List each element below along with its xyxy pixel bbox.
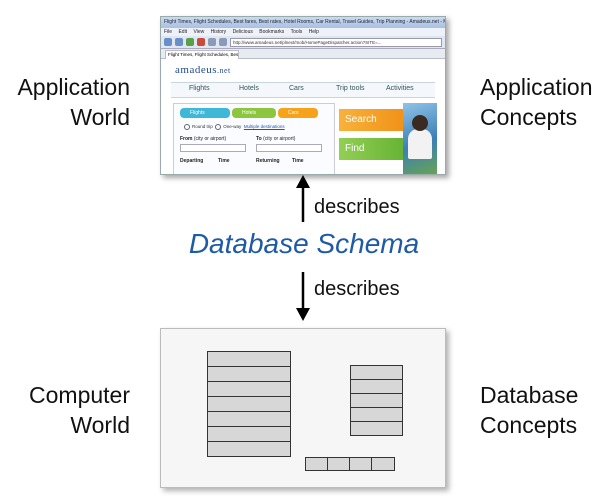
window-title: Flight Times, Flight Schedules, Best far… [161, 17, 445, 28]
tab-strip: Flight Times, Flight Schedules, Best f..… [161, 49, 445, 59]
browser-toolbar: http://www.amadeus.net/plnext/mob/HomePa… [161, 36, 445, 49]
table-row [207, 381, 291, 397]
time-label-2: Time [292, 158, 304, 164]
table-row [207, 426, 291, 442]
table-row [350, 365, 403, 380]
menu-tools: Tools [290, 29, 303, 35]
table-row [207, 351, 291, 367]
up-arrow [296, 175, 310, 222]
reload-icon [186, 38, 194, 46]
web-page: amadeus.net Flights Hotels Cars Trip too… [161, 59, 445, 174]
menu-bar: File Edit View History Delicious Bookmar… [161, 28, 445, 36]
time-label: Time [218, 158, 230, 164]
search-panel: Flights Hotels Cars Round trip One-way M… [173, 103, 335, 174]
database-schema-title: Database Schema [188, 228, 420, 259]
stop-icon [197, 38, 205, 46]
radio-icon [215, 124, 222, 130]
menu-bookmarks: Bookmarks [259, 29, 285, 35]
to-field [256, 144, 322, 152]
pill-flights: Flights [180, 108, 230, 118]
promo-photo [403, 103, 437, 174]
back-icon [164, 38, 172, 46]
database-concepts-label: Database Concepts [480, 382, 579, 438]
describes-down-label: describes [314, 278, 400, 300]
from-field [180, 144, 246, 152]
pill-cars: Cars [278, 108, 318, 118]
table-row [207, 396, 291, 412]
table-row [350, 407, 403, 422]
search-banner: Search [339, 109, 415, 131]
table-cell [305, 457, 328, 471]
describes-up-label: describes [314, 196, 400, 218]
menu-file: File [164, 29, 173, 35]
to-label: To (city or airport) [256, 136, 296, 142]
application-concepts-label: Application Concepts [480, 74, 593, 130]
nav-trip-tools: Trip tools [336, 85, 365, 92]
menu-view: View [193, 29, 205, 35]
print-icon [219, 38, 227, 46]
table-cell [349, 457, 372, 471]
radio-icon [184, 124, 190, 130]
promo-area: Search Find [339, 103, 437, 174]
returning-label: Returning [256, 158, 280, 164]
table-cell [371, 457, 395, 471]
table-row [350, 379, 403, 394]
from-label: From (city or airport) [180, 136, 227, 142]
nav-activities: Activities [386, 85, 414, 92]
computer-world-label: Computer World [29, 382, 130, 438]
nav-cars: Cars [289, 85, 304, 92]
table-row [207, 366, 291, 382]
departing-label: Departing [180, 158, 204, 164]
site-nav: Flights Hotels Cars Trip tools Activitie… [171, 82, 435, 98]
table-cell [327, 457, 350, 471]
amadeus-logo: amadeus.net [175, 64, 231, 76]
menu-delicious: Delicious [232, 29, 253, 35]
pill-hotels: Hotels [232, 108, 276, 118]
find-banner: Find [339, 138, 415, 160]
application-world-label: Application World [17, 74, 130, 130]
table-row [350, 421, 403, 436]
menu-help: Help [308, 29, 319, 35]
home-icon [208, 38, 216, 46]
menu-history: History [210, 29, 227, 35]
browser-screenshot: Flight Times, Flight Schedules, Best far… [160, 16, 446, 175]
trip-type-options: Round trip One-way Multiple destinations [184, 124, 285, 130]
nav-hotels: Hotels [239, 85, 259, 92]
browser-tab: Flight Times, Flight Schedules, Best f..… [165, 50, 239, 59]
table-row [207, 411, 291, 427]
database-tables-box [160, 328, 446, 488]
nav-flights: Flights [189, 85, 210, 92]
url-bar: http://www.amadeus.net/plnext/mob/HomePa… [230, 37, 442, 47]
table-row [207, 441, 291, 457]
forward-icon [175, 38, 183, 46]
menu-edit: Edit [178, 29, 188, 35]
table-row [350, 393, 403, 408]
down-arrow [296, 272, 310, 321]
